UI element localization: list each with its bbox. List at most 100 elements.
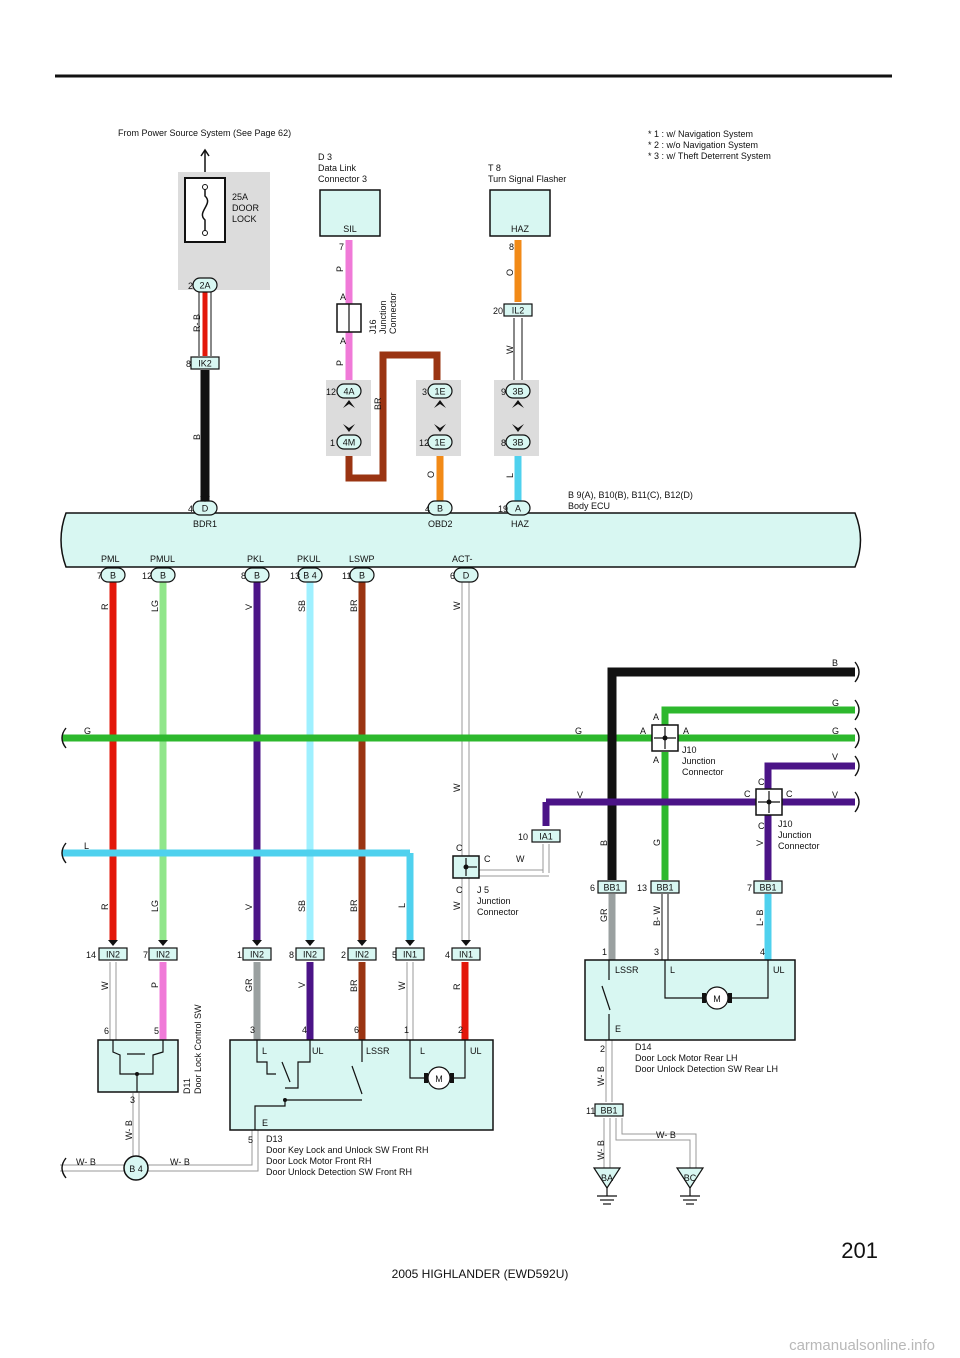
wire-color-label: L <box>505 473 515 478</box>
connector-cBB1b: BB1 <box>650 880 680 894</box>
pin-number: 7 <box>97 571 102 581</box>
j5-name-2: Connector <box>477 907 519 917</box>
pin-number: 4 <box>425 504 430 514</box>
wire-color-label: L <box>84 841 89 851</box>
connector-label: A <box>515 504 521 514</box>
t8-terminal: HAZ <box>511 224 530 234</box>
wire-color-label: V <box>832 790 838 800</box>
wire-color-label: W- B <box>124 1120 134 1140</box>
pin-number: 5 <box>392 950 397 960</box>
j10c-c3: C <box>786 789 793 799</box>
d13-term-l2: L <box>420 1046 425 1056</box>
connector-cB4: B 4 <box>297 567 323 583</box>
d3-terminal: SIL <box>343 224 357 234</box>
d13-term-l: L <box>262 1046 267 1056</box>
pin-number: 13 <box>637 883 647 893</box>
connector-cIN2e: IN2 <box>347 947 377 961</box>
connector-arrow-icon <box>108 940 118 946</box>
connector-label: 3B <box>512 438 523 448</box>
ecu-term-haz: HAZ <box>511 519 530 529</box>
wire-color-label: W <box>397 981 407 990</box>
j5-id: J 5 <box>477 885 489 895</box>
ecu-term-pmul: PMUL <box>150 554 175 564</box>
wire-color-label: G <box>575 726 582 736</box>
connector-c1Eb: 1E <box>427 434 453 450</box>
ground-bc-label: BC <box>684 1173 697 1183</box>
connector-label: IN2 <box>106 950 120 960</box>
wire-color-label: W- B <box>656 1130 676 1140</box>
connector-cBB1d: BB1 <box>594 1103 624 1117</box>
wire-color-label: O <box>505 269 515 276</box>
d14-pin-1: 1 <box>602 947 607 957</box>
wire-color-label: V <box>577 790 583 800</box>
connector-c2A: 2A <box>192 277 218 293</box>
connector-c4M: 4M <box>336 434 362 450</box>
wire-color-label: BR <box>349 899 359 912</box>
connector-c3Ba: 3B <box>505 383 531 399</box>
d14-id: D14 <box>635 1042 652 1052</box>
d11-switch <box>97 1039 179 1093</box>
d13-term-ul: UL <box>312 1046 324 1056</box>
wire-color-label: SB <box>297 600 307 612</box>
wire-color-label: V <box>755 840 765 846</box>
j10c-name-2: Connector <box>778 841 820 851</box>
d13-pin-6: 6 <box>354 1025 359 1035</box>
pin-number: 12 <box>142 571 152 581</box>
connector-c4A: 4A <box>336 383 362 399</box>
d11-name: Door Lock Control SW <box>193 1004 203 1094</box>
j16-id: J16 <box>368 319 378 334</box>
wire-color-label: L <box>397 903 407 908</box>
ecu-name: Body ECU <box>568 501 610 511</box>
wire-color-label: BR <box>373 397 383 410</box>
connector-cIN1a: IN1 <box>395 947 425 961</box>
j10c-c2: C <box>744 789 751 799</box>
pin-number: 8 <box>501 438 506 448</box>
watermark: carmanualsonline.info <box>789 1337 935 1354</box>
wire-color-label: B <box>599 840 609 846</box>
d14-motor-label: M <box>713 994 721 1004</box>
wire-color-label: LG <box>150 600 160 612</box>
connector-label: 2A <box>199 281 210 291</box>
connector-label: BB1 <box>656 883 673 893</box>
j10a-id: J10 <box>682 745 697 755</box>
connector-cIN2a: IN2 <box>98 947 128 961</box>
pin-number: 7 <box>747 883 752 893</box>
connector-label: BB1 <box>600 1106 617 1116</box>
pin-number: 11 <box>342 571 351 581</box>
connector-label: IA1 <box>539 832 553 842</box>
d14-name-1: Door Lock Motor Rear LH <box>635 1053 738 1063</box>
ecu-term-pkl: PKL <box>247 554 264 564</box>
power-source-label: From Power Source System (See Page 62) <box>118 128 291 138</box>
connector-arrow-icon <box>405 940 415 946</box>
wire-color-label: W <box>516 854 525 864</box>
connector-label: B 4 <box>303 571 317 581</box>
wire-color-label: BR <box>349 599 359 612</box>
connector-label: B <box>110 571 116 581</box>
note-2: * 2 : w/o Navigation System <box>648 140 758 150</box>
connector-label: B <box>437 504 443 514</box>
d14-name-2: Door Unlock Detection SW Rear LH <box>635 1064 778 1074</box>
j10c-id: J10 <box>778 819 793 829</box>
wire-color-label: O <box>426 471 436 478</box>
wire-color-label: G <box>652 839 662 846</box>
connector-label: IN2 <box>303 950 317 960</box>
wires <box>60 148 855 1172</box>
connector-label: IN2 <box>156 950 170 960</box>
connector-cD_bot: D <box>453 567 479 583</box>
connector-label: 1E <box>434 438 445 448</box>
ecu-id: B 9(A), B10(B), B11(C), B12(D) <box>568 490 693 500</box>
d13-pin-4: 4 <box>302 1025 307 1035</box>
d3-connector-box <box>319 189 381 237</box>
pin-number: 3 <box>422 387 427 397</box>
note-3: * 3 : w/ Theft Deterrent System <box>648 151 771 161</box>
wire-color-label: GR <box>244 978 254 992</box>
pin-number: 2 <box>341 950 346 960</box>
pin-number: 7 <box>143 950 148 960</box>
d13-term-ul2: UL <box>470 1046 482 1056</box>
connector-cIN1b: IN1 <box>451 947 481 961</box>
t8-pin: 8 <box>509 242 514 252</box>
wire-color-label: B <box>192 434 202 440</box>
